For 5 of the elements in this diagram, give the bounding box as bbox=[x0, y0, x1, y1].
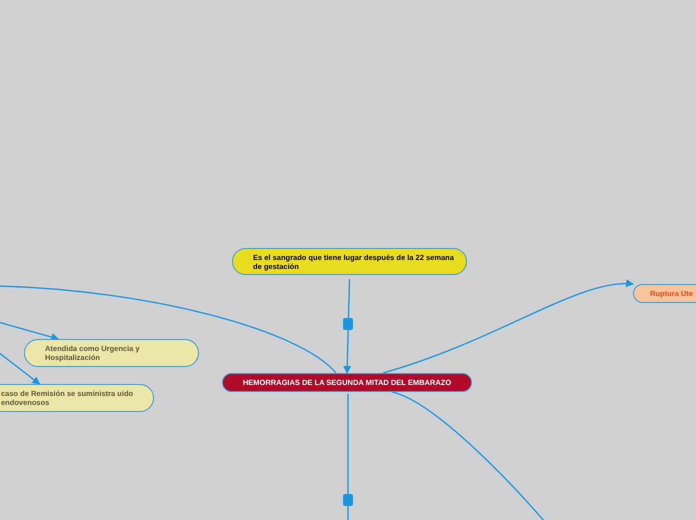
subtopic-box bbox=[0, 384, 154, 412]
definition-box bbox=[232, 248, 467, 275]
subtopic-box bbox=[24, 339, 199, 367]
main-topic-box bbox=[222, 373, 472, 392]
topic-box bbox=[633, 284, 696, 303]
